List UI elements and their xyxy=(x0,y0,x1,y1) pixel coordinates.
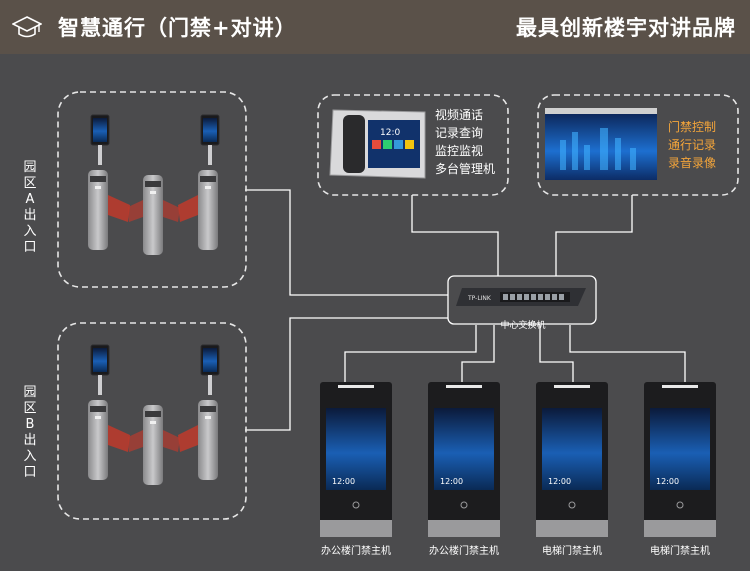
zone-a-gates xyxy=(88,114,220,255)
network-lines xyxy=(245,189,686,431)
graduation-cap-icon xyxy=(12,16,42,38)
station-device-1 xyxy=(320,382,392,537)
link-station-1 xyxy=(344,325,477,382)
management-pc-screen xyxy=(545,108,657,180)
station-label-4: 电梯门禁主机 xyxy=(650,546,710,557)
switch-brand: TP-LINK xyxy=(467,295,492,302)
monitor-feature: 多台管理机 xyxy=(435,162,496,176)
door-stations xyxy=(320,382,716,537)
station-label-2: 办公楼门禁主机 xyxy=(429,546,499,557)
switch-label: 中心交换机 xyxy=(500,321,546,331)
station-device-2 xyxy=(428,382,500,537)
central-switch xyxy=(447,275,597,325)
header-bar: 智慧通行（门禁+对讲） 最具创新楼宇对讲品牌 xyxy=(0,0,750,54)
station-label-3: 电梯门禁主机 xyxy=(542,546,602,557)
zone-a-frame xyxy=(57,91,247,288)
page-title: 智慧通行（门禁+对讲） xyxy=(58,16,297,40)
link-pc xyxy=(555,195,633,276)
pc-features: 门禁控制 通行记录 录音录像 xyxy=(668,118,716,172)
station-time-2: 12:00 xyxy=(440,477,463,486)
indoor-monitor-device xyxy=(329,109,426,179)
monitor-screen-time: 12:0 xyxy=(380,128,400,138)
pc-frame xyxy=(537,94,739,196)
monitor-frame xyxy=(317,94,509,196)
station-time-4: 12:00 xyxy=(656,477,679,486)
zone-b-label: 园区B出入口 xyxy=(23,385,37,480)
link-zone-b xyxy=(245,317,448,431)
station-label-1: 办公楼门禁主机 xyxy=(321,546,391,557)
monitor-feature: 监控监视 xyxy=(435,144,484,158)
zone-a-label: 园区A出入口 xyxy=(23,160,37,255)
station-time-1: 12:00 xyxy=(332,477,355,486)
brand-slogan: 最具创新楼宇对讲品牌 xyxy=(516,16,736,40)
monitor-features: 视频通话 记录查询 监控监视 多台管理机 xyxy=(435,106,495,178)
zone-b-frame xyxy=(57,322,247,520)
link-zone-a xyxy=(245,189,448,296)
pc-feature: 通行记录 xyxy=(668,138,717,152)
zone-b-gates xyxy=(88,344,220,485)
link-monitor xyxy=(411,195,499,276)
pc-feature: 录音录像 xyxy=(668,156,717,170)
station-time-3: 12:00 xyxy=(548,477,571,486)
monitor-feature: 记录查询 xyxy=(435,126,484,140)
pc-feature: 门禁控制 xyxy=(668,120,717,134)
station-device-4 xyxy=(644,382,716,537)
monitor-feature: 视频通话 xyxy=(435,108,484,122)
link-station-4 xyxy=(569,325,686,382)
station-device-3 xyxy=(536,382,608,537)
link-station-3 xyxy=(539,325,574,382)
link-station-2 xyxy=(461,325,495,382)
